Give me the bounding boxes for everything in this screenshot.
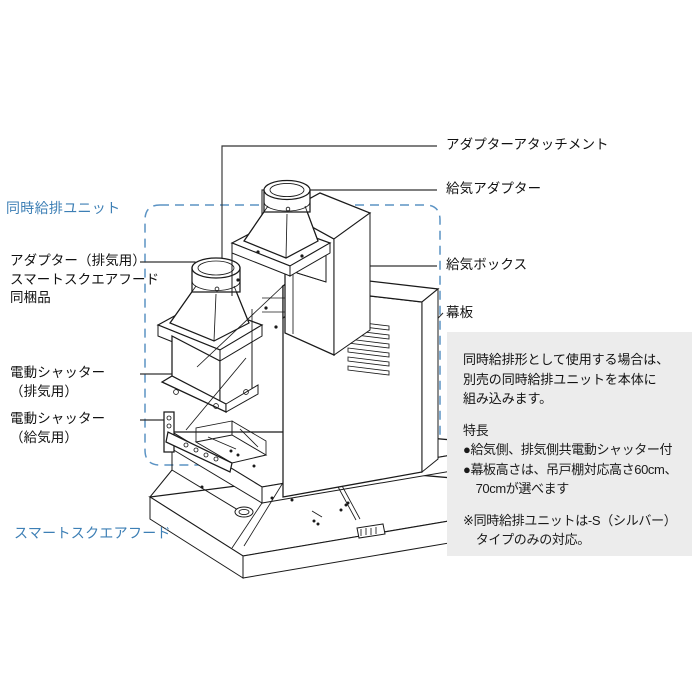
flange-screw bbox=[256, 250, 260, 254]
base-knockout-1 bbox=[234, 506, 254, 518]
screw-dot bbox=[236, 453, 240, 457]
label-shutter-exhaust: 電動シャッター （排気用） bbox=[10, 365, 106, 399]
label-adapter-attachment: アダプターアタッチメント bbox=[446, 137, 609, 152]
lower-adapter-fold3 bbox=[213, 293, 217, 342]
flange-screw bbox=[300, 254, 304, 258]
group-label-simultaneous-supply-exhaust-unit: 同時給排ユニット bbox=[6, 200, 121, 216]
bracket-hole bbox=[166, 423, 172, 429]
lower-adapter-fold2 bbox=[233, 285, 250, 324]
infobox-feature-1: ●給気側、排気側共電動シャッター付 bbox=[463, 442, 673, 457]
bracket-hole bbox=[213, 456, 219, 462]
bracket-hole bbox=[203, 452, 209, 458]
label-supply-adapter: 給気アダプター bbox=[446, 181, 542, 196]
upper-adapter-fold3 bbox=[285, 213, 288, 259]
lower-adapter-fold bbox=[169, 285, 197, 324]
bracket-screw bbox=[264, 306, 268, 310]
base-knockout-1b bbox=[238, 508, 250, 516]
leader-adapter-attachment bbox=[221, 145, 437, 300]
upper-adapter-screw bbox=[285, 206, 291, 212]
lower-adapter-screw bbox=[214, 286, 220, 292]
bracket-screw bbox=[274, 325, 278, 329]
label-front-panel: 幕板 bbox=[446, 305, 474, 320]
label-adapter-exhaust: アダプター（排気用） スマートスクエアフード 同梱品 bbox=[10, 253, 160, 305]
screw-dot bbox=[252, 464, 256, 468]
upper-adapter-bore bbox=[269, 182, 305, 198]
supply-box-opening-inner2 bbox=[296, 272, 327, 283]
front-panel-right-return bbox=[421, 287, 439, 474]
label-smart-square-hood: スマートスクエアフード bbox=[14, 525, 171, 541]
left-riser-b bbox=[149, 469, 173, 498]
duct-flange-hole bbox=[243, 389, 249, 395]
shutter-vane-2 bbox=[239, 428, 259, 448]
label-shutter-supply: 電動シャッター （給気用） bbox=[10, 411, 106, 445]
screw-dot bbox=[229, 449, 233, 453]
screw-dot bbox=[344, 503, 348, 507]
label-supply-box: 給気ボックス bbox=[446, 257, 528, 272]
specification-info-panel: 同時給排形として使用する場合は、 別売の同時給排ユニットを本体に 組み込みます。… bbox=[447, 332, 692, 556]
bracket-hole bbox=[183, 442, 189, 448]
shutter-bracket-arm bbox=[165, 431, 233, 473]
screw-dot bbox=[312, 519, 316, 523]
lower-duct-bottom-flange-2 bbox=[225, 384, 259, 413]
infobox-features-heading: 特長 bbox=[463, 422, 489, 438]
infobox-spacer-2 bbox=[463, 499, 682, 511]
duct-flange-hole bbox=[173, 389, 179, 395]
infobox-paragraph: 同時給排形として使用する場合は、 別売の同時給排ユニットを本体に 組み込みます。 bbox=[463, 352, 670, 406]
bracket-hole bbox=[166, 415, 172, 421]
infobox-feature-2: ●幕板高さは、吊戸棚対応高さ60cm、 70cmが選べます bbox=[463, 461, 678, 497]
base-recess bbox=[311, 510, 323, 518]
upper-adapter-fold2 bbox=[304, 205, 319, 242]
louver-vent-group bbox=[347, 320, 390, 376]
screw-dot bbox=[270, 496, 274, 500]
screw-dot bbox=[200, 485, 204, 489]
lower-adapter-bore bbox=[197, 260, 235, 276]
supply-box-side bbox=[333, 212, 371, 356]
assembly-guide-1 bbox=[196, 285, 284, 368]
upper-adapter-fold bbox=[243, 205, 269, 242]
screw-dot bbox=[346, 501, 350, 505]
base-brace-1 bbox=[231, 502, 263, 549]
screw-dot bbox=[290, 498, 294, 502]
bracket-screw bbox=[236, 278, 240, 282]
shutter-housing-side2 bbox=[231, 420, 267, 455]
upper-adapter-flange-side bbox=[289, 242, 331, 277]
bracket-hole bbox=[193, 447, 199, 453]
duct-flange-hole bbox=[213, 403, 219, 409]
infobox-note: ※同時給排ユニットは-S（シルバー） タイプのみの対応。 bbox=[463, 512, 677, 548]
screw-dot bbox=[339, 508, 343, 512]
shutter-vane-1 bbox=[207, 436, 237, 450]
screw-dot bbox=[316, 522, 320, 526]
assembly-guide-2 bbox=[185, 357, 247, 431]
infobox-spacer bbox=[463, 409, 682, 421]
